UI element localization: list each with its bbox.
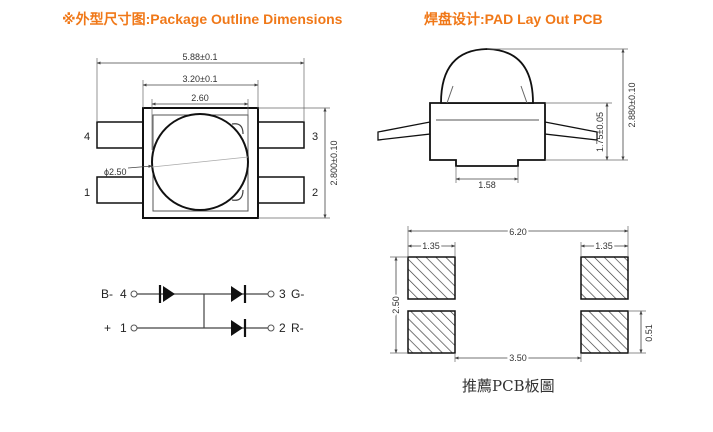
dim-pcb-total-width: 6.20 [509, 227, 527, 237]
pcb-pad-bottom-right [580, 310, 629, 354]
pcb-caption: 推薦PCB板圖 [462, 377, 555, 395]
circuit-schematic: B- 4 3 G- + 1 2 R- [101, 285, 304, 337]
dim-pcb-pad-width-left: 1.35 [422, 241, 440, 251]
pcb-heading-cn: 焊盘设计: [424, 11, 485, 27]
circuit-label-g: G- [291, 287, 304, 301]
dim-body-height: 1.75±0.05 [595, 112, 605, 152]
lead-pin-1 [96, 176, 144, 204]
circuit-pin-3: 3 [279, 287, 286, 301]
terminal-1 [130, 324, 138, 332]
dim-pcb-height: 2.50 [391, 296, 401, 314]
package-outline-view: 5.88±0.1 3.20±0.1 2.60 2.800±0.10 ϕ2.50 … [84, 52, 339, 219]
pcb-heading-en: PAD Lay Out PCB [484, 11, 603, 27]
diode-green [231, 285, 247, 303]
dim-pad-width: 1.58 [478, 180, 496, 190]
diode-blue [158, 285, 175, 303]
dim-height: 2.800±0.10 [329, 141, 339, 186]
circuit-label-r: R- [291, 321, 304, 335]
dim-pcb-pad-height: 0.51 [644, 324, 654, 342]
pin-number-1: 1 [84, 187, 90, 199]
pcb-pad-bottom-left [407, 310, 456, 354]
lens-diameter-line [151, 156, 249, 168]
dim-lens-diameter: ϕ2.50 [104, 167, 127, 177]
pin-number-2: 2 [312, 187, 318, 199]
diode-red [231, 319, 247, 337]
pcb-heading: 焊盘设计:PAD Lay Out PCB [424, 9, 603, 29]
side-body [429, 102, 546, 167]
circuit-label-plus: + [104, 321, 111, 335]
dim-total-height: 2.880±0.10 [627, 83, 637, 128]
circuit-pin-2: 2 [279, 321, 286, 335]
outline-heading-en: Package Outline Dimensions [150, 11, 343, 27]
dim-pcb-inner-spacing: 3.50 [509, 353, 527, 363]
side-lead-left [377, 121, 431, 141]
outline-heading: ※外型尺寸图:Package Outline Dimensions [62, 9, 342, 29]
lens-corner-mark [231, 123, 244, 135]
outline-heading-cn: ※外型尺寸图: [62, 11, 151, 27]
circuit-pin-1: 1 [120, 321, 127, 335]
pcb-pad-layout: 6.20 1.35 1.35 2.50 3.50 0.51 推薦PCB板圖 [389, 225, 654, 395]
pcb-pad-top-right [580, 256, 629, 300]
terminal-4 [130, 290, 138, 298]
pin-number-3: 3 [312, 131, 318, 143]
circuit-pin-4: 4 [120, 287, 127, 301]
side-lens-dome [440, 48, 534, 104]
dim-body-width: 3.20±0.1 [183, 74, 218, 84]
terminal-3 [267, 290, 275, 298]
pcb-pad-top-left [407, 256, 456, 300]
lead-pin-2 [257, 176, 305, 204]
circuit-label-b: B- [101, 287, 113, 301]
lead-pin-3 [257, 121, 305, 149]
dim-total-width: 5.88±0.1 [183, 52, 218, 62]
terminal-2 [267, 324, 275, 332]
dim-pcb-pad-width-right: 1.35 [595, 241, 613, 251]
side-lead-right [544, 121, 598, 141]
pin-number-4: 4 [84, 131, 90, 143]
side-profile-view: 2.880±0.10 1.75±0.05 1.58 [377, 48, 637, 190]
lead-pin-4 [96, 121, 144, 149]
dim-lens-width: 2.60 [191, 93, 209, 103]
lens-corner-mark [231, 189, 244, 201]
